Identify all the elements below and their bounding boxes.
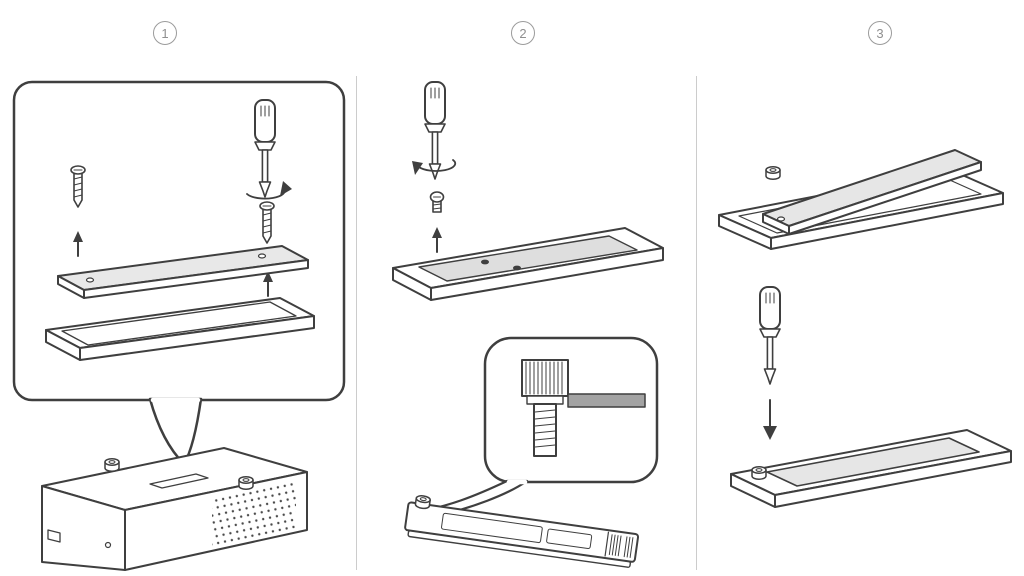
standoff-screw: [414, 494, 432, 510]
step-1-illustration: [12, 80, 346, 571]
rotation-arrow: [412, 159, 457, 175]
ssd-chip: [546, 528, 593, 550]
front-led: [104, 541, 112, 549]
short-screw: [429, 191, 445, 213]
tray-with-seated-ssd: [730, 429, 1012, 508]
tray-with-tilted-ssd: [718, 149, 1004, 250]
screwdriver: [424, 81, 446, 180]
step-1-number: 1: [161, 25, 169, 41]
step-2-badge: 2: [511, 21, 535, 45]
step-1-badge: 1: [153, 21, 177, 45]
panel-divider-1: [356, 76, 357, 570]
mounting-tray: [45, 297, 315, 361]
m2-ssd: [404, 494, 640, 568]
standoff-screw: [751, 466, 767, 480]
tray-lip-bar: [567, 393, 646, 408]
standoff-closeup-callout: [425, 336, 659, 518]
heatsink-cover-plate: [57, 245, 309, 299]
step-3-illustration: [718, 149, 1012, 508]
vent-perforations: [212, 480, 296, 546]
step-2-number: 2: [519, 25, 527, 41]
thumbscrew-right: [238, 476, 254, 490]
tray-hole: [481, 259, 489, 265]
ssd-label: [441, 512, 543, 544]
panel-divider-2: [696, 76, 697, 570]
standoff-screw: [765, 166, 781, 180]
up-arrow: [432, 227, 442, 253]
ssd-tray-with-holes: [392, 227, 664, 301]
front-port: [47, 529, 61, 543]
up-arrow-right: [263, 271, 273, 297]
edge-connector: [608, 534, 634, 558]
ssd-seated: [766, 437, 980, 487]
thumbscrew-left: [104, 458, 120, 472]
knurled-standoff: [521, 359, 646, 457]
step-3-badge: 3: [868, 21, 892, 45]
screwdriver: [759, 286, 781, 385]
rotation-arrow: [246, 181, 292, 200]
down-arrow: [763, 399, 777, 440]
tray-hole: [513, 265, 521, 271]
top-label-plate: [149, 473, 209, 489]
step-2-illustration: [392, 81, 664, 568]
step-3-number: 3: [876, 25, 884, 41]
ssd-tilted: [762, 149, 982, 235]
ssd-screw-notch: [776, 216, 786, 222]
up-arrow-left: [73, 231, 83, 257]
mini-pc-chassis: [41, 447, 308, 571]
